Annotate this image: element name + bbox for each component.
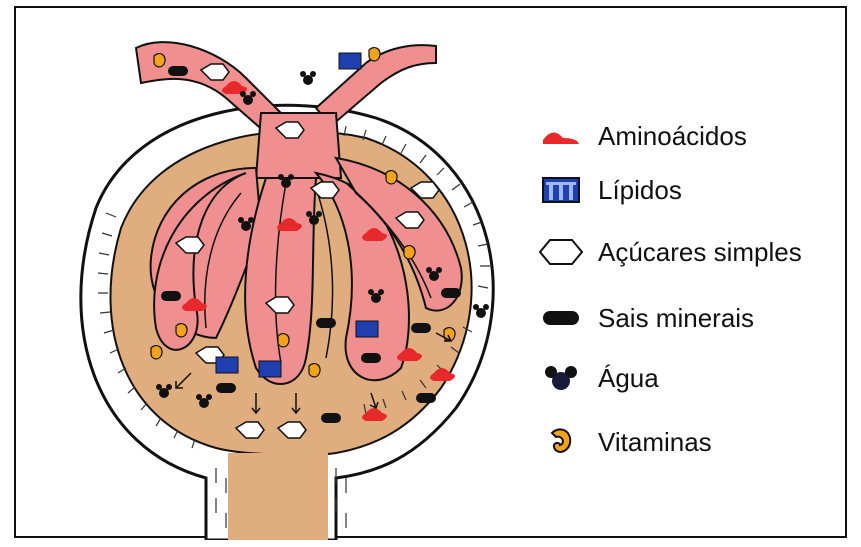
figure-frame: Aminoácidos Lípidos Açúcares simples <box>14 6 847 538</box>
lipid-icon <box>536 173 586 207</box>
legend-label: Água <box>598 363 659 394</box>
legend-item-vitaminas: Vitaminas <box>536 422 712 462</box>
legend-item-acucares-simples: Açúcares simples <box>536 232 802 272</box>
legend-label: Vitaminas <box>598 427 712 458</box>
legend-label: Lípidos <box>598 175 682 206</box>
hexagon-sugar-icon <box>536 235 586 269</box>
renal-corpuscle-diagram <box>16 8 516 540</box>
legend-item-aminoacidos: Aminoácidos <box>536 116 747 156</box>
vitamin-icon <box>536 425 586 459</box>
legend-item-sais-minerais: Sais minerais <box>536 298 754 338</box>
amino-acid-icon <box>536 119 586 153</box>
salt-pill-icon <box>536 301 586 335</box>
legend-item-agua: Água <box>536 358 659 398</box>
legend-item-lipidos: Lípidos <box>536 170 682 210</box>
water-molecule-icon <box>536 361 586 395</box>
legend-label: Sais minerais <box>598 303 754 334</box>
legend-label: Aminoácidos <box>598 121 747 152</box>
legend-label: Açúcares simples <box>598 237 802 268</box>
